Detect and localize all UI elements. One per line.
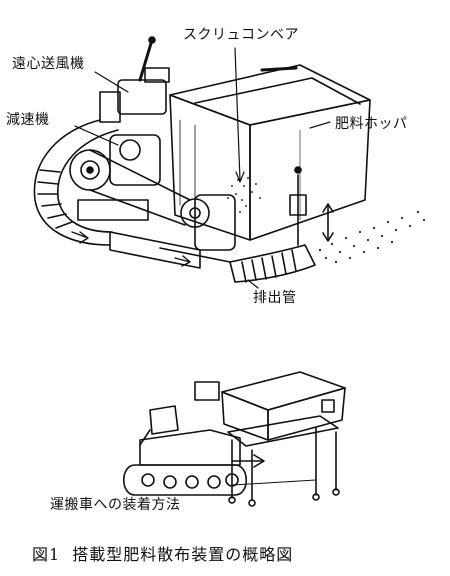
leader-lines xyxy=(74,47,331,289)
label-reducer: 減速機 xyxy=(6,112,50,128)
screw-conveyor-stipple xyxy=(227,177,261,213)
label-screw-conveyor: スクリュコンベア xyxy=(183,27,299,43)
figure-caption: 図1 搭載型肥料散布装置の概略図 xyxy=(32,541,305,565)
hopper-drawing xyxy=(169,64,371,241)
reducer-and-belt xyxy=(69,134,210,228)
label-discharge-pipe: 排出管 xyxy=(253,290,297,306)
caption-title: 搭載型肥料散布装置の概略図 xyxy=(72,545,294,564)
flow-arrows xyxy=(71,203,334,267)
carrier-vehicle xyxy=(122,405,248,496)
spread-particles xyxy=(318,210,426,264)
label-mounting-method: 運搬車への装着方法 xyxy=(50,497,181,513)
label-hopper: 肥料ホッパ xyxy=(335,116,408,132)
mounted-hopper xyxy=(194,371,346,507)
label-centrifugal-blower: 遠心送風機 xyxy=(12,56,85,72)
air-duct xyxy=(33,119,236,269)
discharge-pipe xyxy=(229,166,316,283)
centrifugal-blower xyxy=(99,36,170,123)
caption-number: 図1 xyxy=(32,545,61,564)
